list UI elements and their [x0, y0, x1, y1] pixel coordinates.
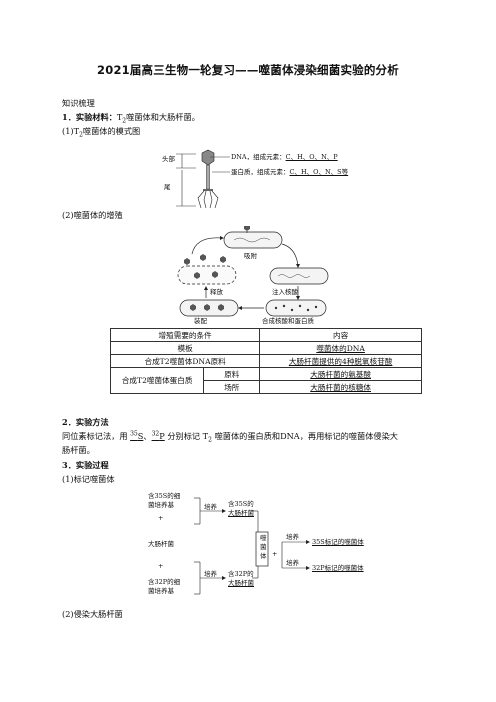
table-cell: 合成T2噬菌体DNA原料: [109, 354, 261, 368]
materials-text-b: 噬菌体和大肠杆菌。: [126, 112, 200, 122]
proliferation-caption: (2)噬菌体的增殖: [62, 210, 123, 220]
materials-heading: 1．实验材料：: [62, 112, 117, 122]
phage-tail-label: 尾: [164, 183, 171, 191]
s-medium-line-1: 含35S的细: [148, 492, 181, 500]
table-cell: 大肠杆菌的氨基酸: [259, 367, 422, 381]
dna-annotation: DNA，组成元素：C、H、O、N、P: [231, 153, 338, 161]
s-ecoli-line-2: 大肠杆菌: [228, 509, 254, 517]
s-medium-line-2: 菌培养基: [148, 501, 174, 509]
phage-box-label: 噬菌体: [260, 534, 267, 560]
cell-release: [177, 265, 237, 285]
proliferation-conditions-table: 增殖需要的条件 内容 模板 噬菌体的DNA 合成T2噬菌体DNA原料 大肠杆菌提…: [109, 328, 422, 394]
label-phage-caption: (1)标记噬菌体: [62, 474, 115, 484]
culture-label-bottom: 培养: [204, 570, 217, 578]
label-assemble: 装配: [194, 317, 207, 325]
phage-model-caption: (1)T2噬菌体的模式图: [62, 125, 141, 139]
isotope-p: 32P: [152, 431, 165, 441]
method-text-b: 分别标记 T: [164, 431, 209, 441]
cell-inject: [269, 267, 329, 285]
process-heading: 3．实验过程: [62, 460, 109, 470]
table-cell: 大肠杆菌提供的4种脱氧核苷酸: [259, 354, 422, 368]
infect-caption: (2)侵染大肠杆菌: [62, 609, 123, 619]
materials-text-a: T: [116, 112, 123, 122]
s-phage-result: 35S标记的噬菌体: [312, 538, 364, 546]
s-element: S: [137, 431, 144, 441]
table-header-row: 增殖需要的条件 内容: [109, 328, 422, 342]
page-title: 2021届高三生物一轮复习——噬菌体浸染细菌实验的分析: [97, 63, 399, 77]
table-cell: 大肠杆菌的核糖体: [259, 380, 422, 394]
phage-model-figure: 头部 尾 DNA，组成元素：C、H、O、N、P 蛋白质，组成元素：C、H、O、N…: [162, 148, 348, 210]
s35-sup: 35: [130, 430, 138, 438]
phage-model-svg: [176, 149, 230, 209]
table-row: 合成T2噬菌体DNA原料 大肠杆菌提供的4种脱氧核苷酸: [109, 354, 422, 368]
culture-label-top: 培养: [204, 503, 217, 511]
plus-3: +: [272, 550, 278, 558]
table-cell: 原料: [203, 367, 261, 381]
table-merged-cell: 合成T2噬菌体蛋白质: [109, 367, 205, 394]
s-ecoli-line-1: 含35S的: [228, 500, 254, 508]
method-heading: 2．实验方法: [62, 417, 109, 427]
phage-box: [255, 531, 269, 567]
caption-post: 噬菌体的模式图: [82, 126, 141, 136]
isotope-s: 35S: [130, 431, 143, 441]
table-header-cell: 增殖需要的条件: [109, 328, 261, 342]
method-line-1: 同位素标记法，用 35S、32P 分别标记 T2 噬菌体的蛋白质和DNA，再用标…: [62, 430, 398, 444]
p-medium-line-2: 菌培养基: [148, 587, 174, 595]
phage-tail-icon: [206, 164, 210, 190]
p32-sup: 32: [151, 430, 160, 438]
ecoli-label: 大肠杆菌: [148, 540, 174, 548]
dna-elements: C、H、O、N、P: [285, 153, 338, 161]
plus-1: +: [158, 514, 164, 522]
table-cell: 噬菌体的DNA: [259, 341, 422, 355]
isotope-sep: 、: [143, 431, 152, 441]
label-inject: 注入核酸: [272, 288, 298, 296]
phage-head-icon: [201, 149, 215, 166]
culture-label-p: 培养: [286, 559, 299, 567]
protein-elements: C、H、O、N、S等: [289, 168, 349, 176]
p-medium-line-1: 含32P的细: [148, 578, 181, 586]
table-header-cell: 内容: [259, 328, 422, 342]
arrow-release-adsorb: [191, 237, 223, 255]
cell-adsorb: [223, 231, 283, 249]
cell-synthesize: [265, 299, 327, 317]
materials-sub: 2: [122, 117, 127, 125]
labeling-flow-diagram: 含35S的细 菌培养基 + 大肠杆菌 + 含32P的细 菌培养基 培养 培养 含…: [148, 490, 364, 602]
phage-head-label: 头部: [162, 155, 175, 163]
method-sub: 2: [208, 436, 212, 444]
table-cell: 模板: [109, 341, 261, 355]
cycle-svg: [177, 225, 329, 317]
method-text-a: 同位素标记法，用: [62, 431, 131, 441]
protein-annotation: 蛋白质，组成元素：C、H、O、N、S等: [231, 168, 348, 176]
section-header: 知识梳理: [62, 98, 95, 108]
dna-label: DNA，组成元素：: [231, 153, 286, 161]
materials-line: 1．实验材料：T2噬菌体和大肠杆菌。: [62, 111, 200, 125]
culture-label-s: 培养: [286, 533, 299, 541]
flow-svg: [194, 497, 310, 595]
p-element: P: [159, 431, 165, 441]
label-synthesize: 合成核酸和蛋白质: [262, 317, 314, 325]
table-cell: 场所: [203, 380, 261, 394]
p-phage-result: 32P标记的噬菌体: [312, 564, 364, 572]
label-release: 释放: [210, 288, 223, 296]
table-row: 模板 噬菌体的DNA: [109, 341, 422, 355]
caption-sub: 2: [79, 131, 83, 139]
caption-pre: (1)T: [62, 126, 80, 136]
method-text-c: 噬菌体的蛋白质和DNA，再用标记的噬菌体侵染大: [211, 431, 398, 441]
p-ecoli-line-2: 大肠杆菌: [228, 579, 254, 587]
table-row: 合成T2噬菌体蛋白质 原料 大肠杆菌的氨基酸: [109, 367, 422, 394]
method-line-2: 肠杆菌。: [62, 445, 95, 455]
p-ecoli-line-1: 含32P的: [228, 570, 254, 578]
table-row: 场所 大肠杆菌的核糖体: [111, 380, 422, 394]
plus-2: +: [158, 562, 164, 570]
proliferation-cycle-figure: 吸附 注入核酸 释放 装配 合成核酸和蛋白质: [172, 225, 332, 326]
label-adsorb: 吸附: [244, 252, 257, 260]
arrow-adsorb-inject: [281, 243, 299, 267]
protein-label: 蛋白质，组成元素：: [231, 168, 290, 176]
